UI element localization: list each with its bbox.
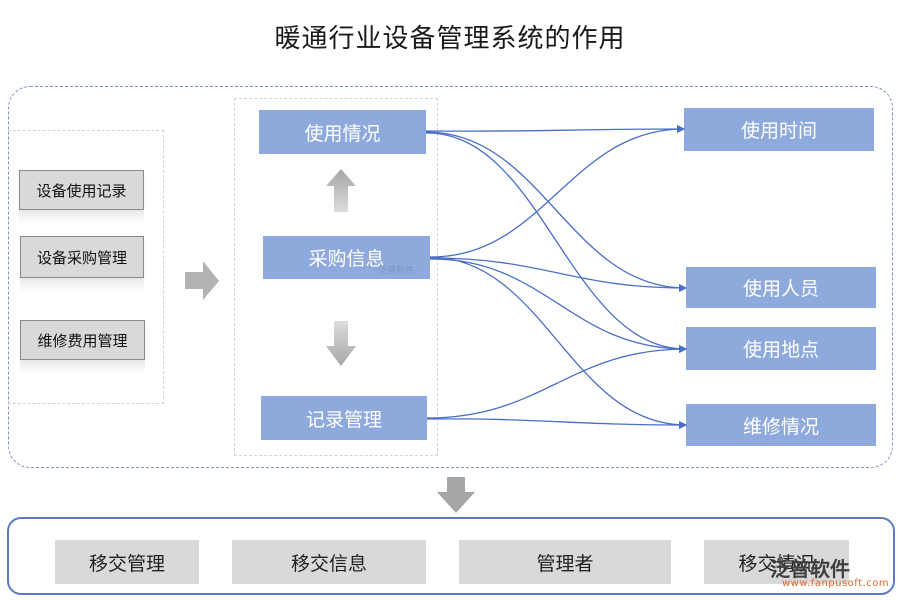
- right-item-usage-location: 使用地点: [686, 327, 876, 370]
- up-arrow-icon: [326, 169, 356, 212]
- middle-item-usage-status: 使用情况: [259, 110, 426, 154]
- watermark-small: 泛普软件: [378, 266, 415, 276]
- middle-item-purchase-info: 采购信息: [263, 236, 430, 279]
- left-item-reflection: [19, 210, 144, 224]
- connector-line: [425, 132, 687, 353]
- right-item-users: 使用人员: [686, 267, 876, 308]
- connector-line: [426, 345, 687, 419]
- middle-item-record-management: 记录管理: [261, 396, 427, 440]
- bottom-item-transfer-info: 移交信息: [232, 540, 426, 584]
- down-arrow-icon: [326, 321, 356, 366]
- bottom-section-frame: [7, 517, 895, 595]
- left-panel-frame: [8, 130, 164, 404]
- watermark-url: www.fanpusoft.com: [782, 578, 890, 589]
- connector-line: [429, 125, 685, 258]
- left-item-repair-cost-management: 维修费用管理: [20, 320, 145, 360]
- diagram-title: 暖通行业设备管理系统的作用: [274, 24, 626, 54]
- right-arrow-icon: [185, 261, 219, 300]
- bottom-item-transfer-status: 移交情况: [704, 540, 849, 584]
- left-item-usage-record: 设备使用记录: [19, 170, 144, 210]
- down-arrow-icon: [437, 477, 475, 513]
- middle-panel-frame: [234, 98, 438, 456]
- connector-line: [425, 131, 687, 292]
- right-item-usage-time: 使用时间: [684, 108, 874, 151]
- connector-line: [426, 418, 687, 429]
- left-item-reflection: [20, 278, 144, 292]
- right-item-repair-status: 维修情况: [686, 404, 876, 446]
- left-item-purchase-management: 设备采购管理: [20, 236, 144, 278]
- connector-line: [429, 256, 687, 429]
- bottom-item-transfer-management: 移交管理: [55, 540, 199, 584]
- bottom-item-manager: 管理者: [459, 540, 671, 584]
- connector-line: [425, 125, 685, 134]
- watermark-logo: 泛普软件: [770, 557, 850, 581]
- connector-line: [429, 257, 687, 292]
- top-section-frame: [8, 86, 893, 468]
- left-item-reflection: [20, 360, 145, 374]
- connector-line: [429, 258, 687, 353]
